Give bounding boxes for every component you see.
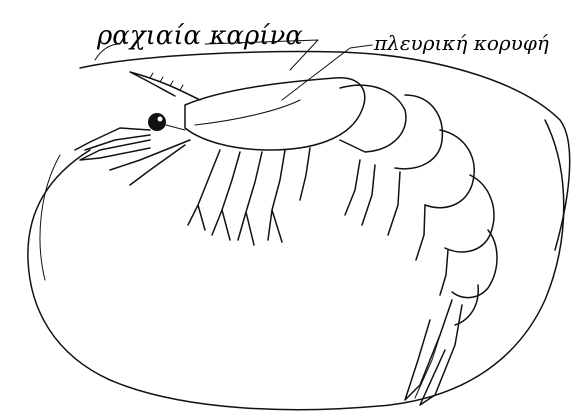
abdomen-segment-6	[455, 285, 478, 325]
abdomen-segment-5	[452, 230, 497, 298]
antennule	[75, 128, 150, 150]
rostrum	[130, 72, 200, 100]
maxilliped	[110, 140, 190, 185]
carapace-lateral-crest	[195, 100, 300, 125]
pereiopods	[188, 148, 310, 245]
eye	[148, 113, 166, 131]
abdomen-segment-3	[425, 130, 474, 208]
antenna-flagellum-loop	[28, 120, 564, 410]
dorsal-antenna-curve	[80, 52, 570, 250]
label-dorsal-keel: ραχιαία καρίνα	[96, 21, 303, 51]
eye-highlight	[158, 117, 163, 122]
uropod-outer	[420, 305, 462, 405]
abdomen-segment-1	[340, 85, 406, 152]
pleopods	[345, 160, 448, 295]
eye-stalk	[166, 125, 185, 130]
antenna-flagellum-inner	[40, 155, 60, 280]
label-lateral-crest: πλευρική κορυφή	[373, 31, 549, 55]
rostrum-teeth	[150, 73, 183, 90]
abdomen-segment-4	[445, 175, 494, 252]
carapace	[185, 78, 365, 150]
